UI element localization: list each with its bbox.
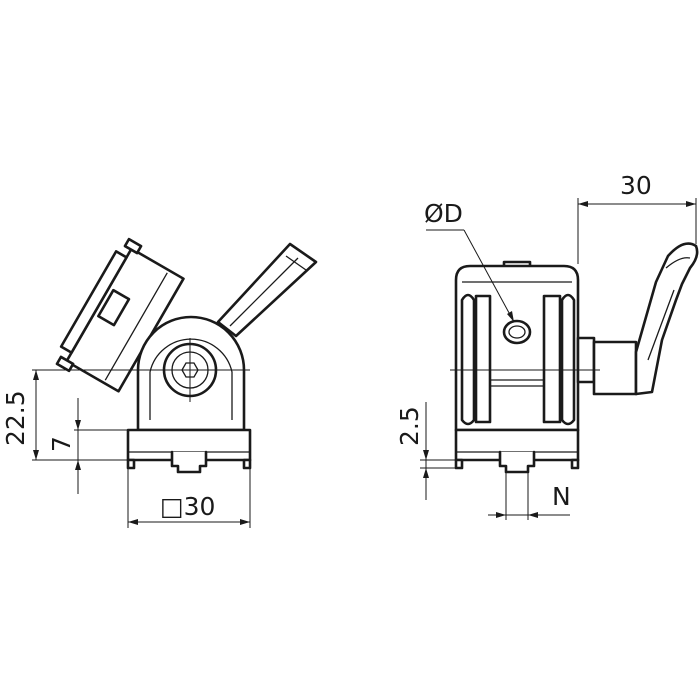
clamp-lever [576, 242, 699, 396]
dim-label-2-5: 2.5 [395, 406, 424, 446]
dim-label-22-5: 22.5 [1, 390, 30, 446]
dim-label-7: 7 [47, 436, 76, 452]
bore-hole [502, 319, 532, 345]
dim-label-square-30: □30 [160, 492, 215, 521]
dim-2-5: 2.5 [395, 402, 458, 500]
lever-handle [216, 242, 318, 338]
dim-7: 7 [47, 398, 130, 494]
dim-30-top: 30 [577, 171, 697, 264]
right-base [454, 428, 580, 462]
right-slot-nut [498, 450, 536, 474]
dim-label-diameter: ØD [424, 199, 463, 228]
dim-label-30-top: 30 [620, 171, 652, 200]
dim-square-30: □30 [127, 462, 251, 528]
right-view: 30 ØD 2.5 N [395, 171, 699, 520]
dim-22-5: 22.5 [1, 369, 130, 461]
dim-diameter: ØD [424, 199, 515, 323]
slot-nut [170, 450, 208, 474]
dim-n: N [488, 472, 571, 520]
angled-plate [55, 237, 185, 393]
left-view: 22.5 7 □30 [1, 237, 318, 528]
dim-label-n: N [552, 482, 571, 511]
